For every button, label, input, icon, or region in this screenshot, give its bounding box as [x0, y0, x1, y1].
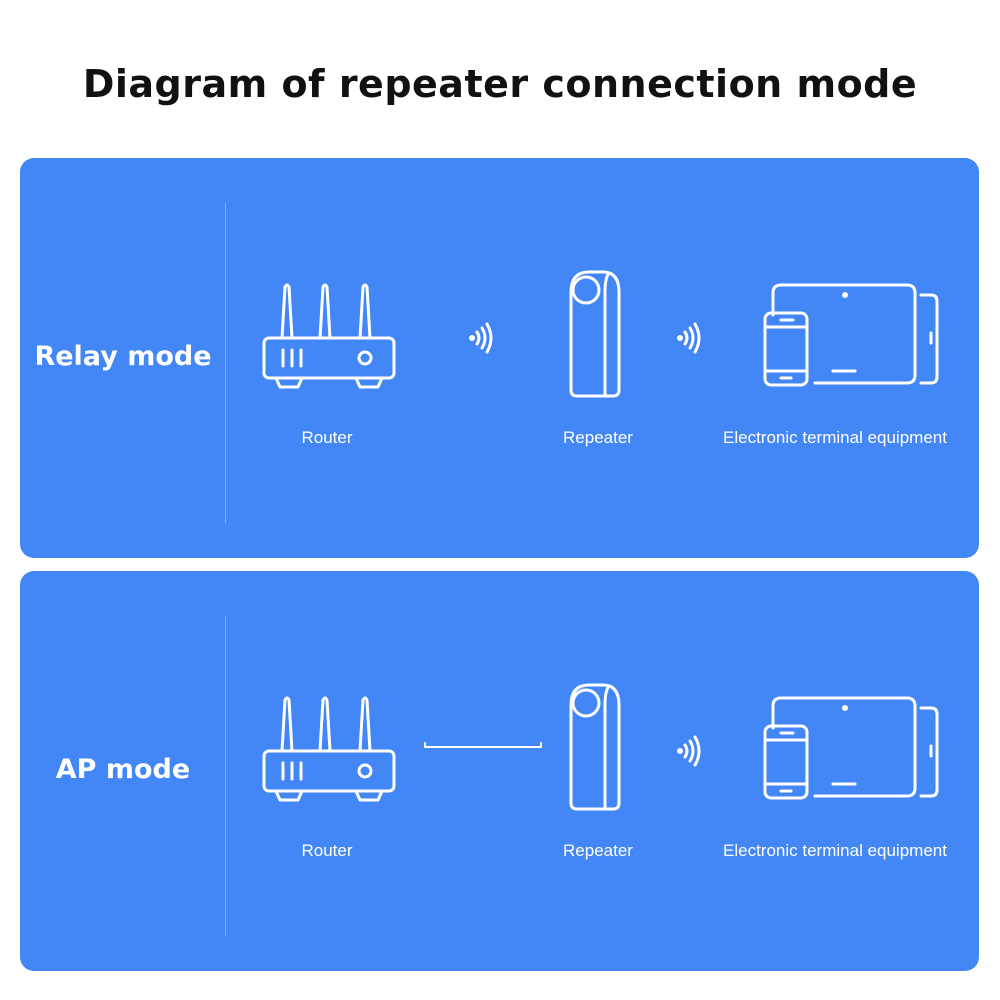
router-icon — [262, 696, 396, 802]
repeater-icon — [569, 683, 621, 811]
ethernet-cable-icon — [424, 742, 542, 748]
page-title: Diagram of repeater connection mode — [82, 62, 918, 106]
device-label: Electronic terminal equipment — [723, 428, 947, 447]
divider — [225, 203, 226, 523]
router-icon — [262, 283, 396, 389]
device-label: Repeater — [563, 841, 633, 860]
divider — [225, 616, 226, 936]
ap-mode-panel: AP mode Router Repeater Electronic termi… — [20, 571, 979, 971]
devices-icon — [763, 283, 939, 387]
repeater-icon — [569, 270, 621, 398]
mode-label: AP mode — [55, 754, 191, 785]
mode-label: Relay mode — [34, 341, 212, 372]
device-label: Electronic terminal equipment — [723, 841, 947, 860]
devices-icon — [763, 696, 939, 800]
device-label: Router — [301, 841, 353, 860]
device-label: Router — [301, 428, 353, 447]
wireless-signal-icon — [677, 735, 701, 767]
wireless-signal-icon — [469, 322, 493, 354]
device-label: Repeater — [563, 428, 633, 447]
wireless-signal-icon — [677, 322, 701, 354]
relay-mode-panel: Relay mode Router Repeater Electronic te… — [20, 158, 979, 558]
